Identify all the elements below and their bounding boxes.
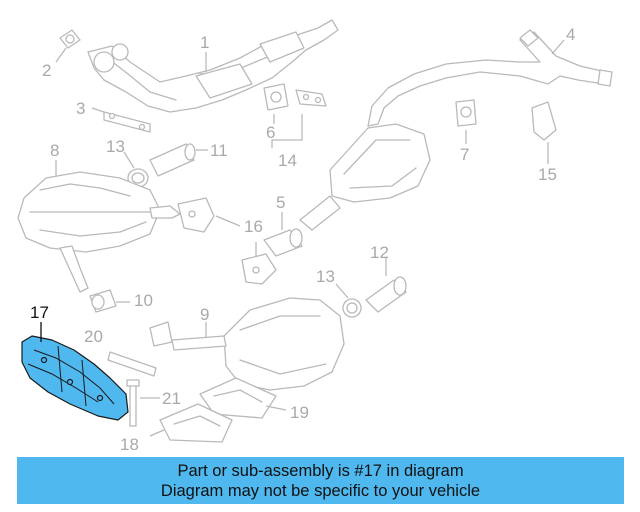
part-rubber-hanger	[263, 83, 289, 111]
part-17-heat-shield[interactable]	[21, 335, 129, 421]
part-intermediate-pipe	[149, 143, 196, 177]
callout-12: 12	[370, 243, 389, 262]
callout-7: 7	[460, 145, 469, 164]
callout-9: 9	[200, 305, 209, 324]
part-rubber-hanger-rear	[455, 99, 477, 127]
banner-line-disclaimer: Diagram may not be specific to your vehi…	[160, 481, 481, 500]
callout-8: 8	[50, 141, 59, 160]
callout-15: 15	[538, 165, 557, 184]
callout-21: 21	[162, 389, 181, 408]
callout-11: 11	[210, 141, 228, 160]
callout-19: 19	[290, 403, 309, 422]
exhaust-parts-diagram: 1 2 3 4 5 6 7 8 9 10 11 12 13 13 14 15 1…	[17, 19, 613, 454]
callout-14: 14	[278, 151, 297, 170]
callout-16: 16	[244, 217, 263, 236]
banner-line-part: Part or sub-assembly is #17 in diagram	[177, 461, 464, 480]
part-connector-pipe	[263, 228, 303, 257]
part-mount-bracket	[177, 197, 277, 285]
part-front-pipe-converter	[87, 19, 339, 113]
part-pipe-clamp	[89, 289, 117, 313]
info-banner: Part or sub-assembly is #17 in diagram D…	[17, 457, 624, 504]
part-hanger-bracket	[295, 89, 327, 107]
part-right-muffler	[149, 297, 345, 391]
callout-13-upper: 13	[106, 137, 125, 156]
callout-10: 10	[134, 291, 153, 310]
callout-2: 2	[42, 61, 51, 80]
part-tail-pipe	[365, 276, 407, 313]
callout-5: 5	[276, 193, 285, 212]
callout-20: 20	[84, 327, 103, 346]
part-heat-shield-lower	[159, 403, 233, 443]
part-heat-bracket	[531, 101, 557, 141]
part-strap	[107, 351, 157, 377]
part-center-muffler	[299, 123, 431, 231]
callout-18: 18	[120, 435, 139, 454]
part-bolt	[126, 379, 140, 427]
part-rear-pipe	[367, 29, 613, 127]
callout-1: 1	[200, 33, 209, 52]
part-rear-muffler	[17, 171, 181, 293]
part-clamp-right	[342, 298, 362, 318]
callout-17: 17	[30, 303, 49, 322]
callout-6: 6	[266, 123, 275, 142]
part-bracket	[103, 111, 151, 133]
callout-3: 3	[76, 99, 85, 118]
part-gasket	[59, 29, 81, 49]
callout-13-lower: 13	[316, 267, 335, 286]
callout-4: 4	[566, 25, 575, 44]
